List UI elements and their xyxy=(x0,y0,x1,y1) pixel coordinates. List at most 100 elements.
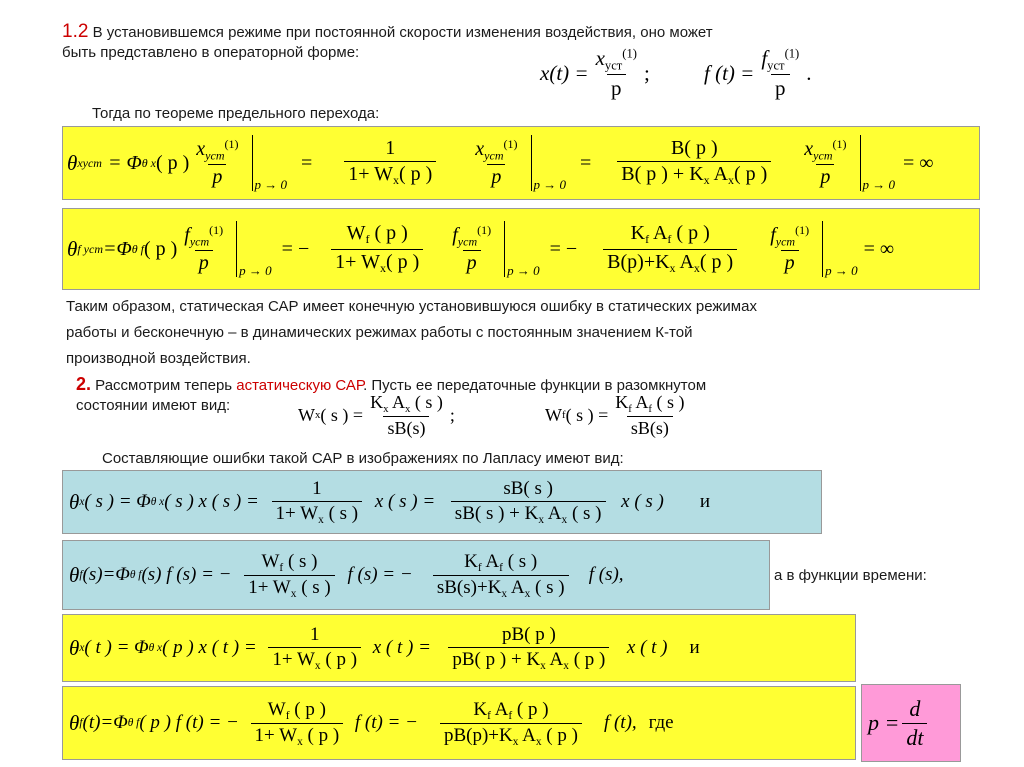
formula1-limit3: p → 0 xyxy=(862,177,896,192)
formula2-frac5: fуст(1) p xyxy=(766,223,813,275)
formula5-theta: θ xyxy=(69,635,80,660)
formula3-frac1-den-sub: x xyxy=(318,513,324,526)
formula6-part-b: ( p ) f (t) = − xyxy=(139,712,239,733)
conclusion-line2: работы и бесконечную – в динамических ре… xyxy=(66,324,693,341)
formula6-frac2-num-mid: A xyxy=(490,698,509,720)
formula6-frac2-den-sub1: x xyxy=(512,735,519,748)
formula5-frac2-den-sub1: x xyxy=(540,659,546,672)
formula3-frac2-den: sB( s ) + K xyxy=(454,503,539,524)
formula2-frac4-den: B(p)+K xyxy=(607,250,670,273)
formula6-frac1: Wf ( p ) 1+ Wx ( p ) xyxy=(242,698,352,748)
formula5-frac1-den-tail: ( p ) xyxy=(320,649,358,670)
formula2-frac1-num-sup: (1) xyxy=(209,222,224,237)
formula2-bar1 xyxy=(236,221,238,277)
formula5-frac1-num: 1 xyxy=(309,624,320,645)
formula2-frac3-num-sup: (1) xyxy=(477,222,492,237)
formula4-frac2-den-mid: A xyxy=(507,576,525,598)
formula2-bar3 xyxy=(822,221,824,277)
formula2-frac5-num-sup: (1) xyxy=(795,222,810,237)
formula1-frac1-num-sup: (1) xyxy=(224,136,239,151)
formula1-frac1-num: x xyxy=(196,138,206,160)
time-domain-text: а в функции времени: xyxy=(774,567,927,584)
eq-f-lhs: f (t) = xyxy=(704,61,755,86)
formula3-frac2-den-mid: A xyxy=(544,503,562,524)
formula3-frac1-num: 1 xyxy=(312,478,322,499)
eq-f-fraction: fуст(1) p xyxy=(757,46,803,101)
formula3-frac1-den-tail: ( s ) xyxy=(323,503,359,524)
formula2-frac2-num-sub: f xyxy=(365,232,370,247)
eq-x-den: p xyxy=(607,74,626,101)
formula2-frac1-den: p xyxy=(194,250,213,275)
formula3-frac1-den: 1+ W xyxy=(275,503,319,524)
formula6-frac2-den-tail: ( p ) xyxy=(541,724,578,746)
formula6-frac1-num: W xyxy=(267,698,286,720)
section1-intro: 1.2 В установившемся режиме при постоянн… xyxy=(62,22,962,63)
formula6-phi-sub: θ f xyxy=(127,717,140,729)
formula4-frac2: Kf Af ( s ) sB(s)+Kx Ax ( s ) xyxy=(416,550,586,599)
p-definition-lhs: p = xyxy=(868,710,900,735)
conclusion-line3: производной воздействия. xyxy=(66,350,251,367)
eq-wf-den: sB(s) xyxy=(626,415,673,439)
eq-f-num: f xyxy=(761,46,768,70)
formula6-end: f (t), xyxy=(603,712,637,733)
formula2-frac4-num-sub2: f xyxy=(667,232,672,247)
formula5-frac2-den-mid: A xyxy=(545,649,564,670)
formula6-mid: f (t) = − xyxy=(354,712,418,733)
formula4-end: f (s), xyxy=(588,564,624,585)
formula6-part-a: (t)=Φ xyxy=(82,712,128,733)
formula1-frac4-den-mid: A xyxy=(709,163,728,186)
formula6-frac2-den-mid: A xyxy=(518,724,536,746)
eq-wf-num-mid: A xyxy=(631,392,649,412)
formula2-limit3: p → 0 xyxy=(825,263,858,278)
formula3-mid: x ( s ) = xyxy=(374,491,436,512)
eq-wx-lhs-sub: x xyxy=(315,409,321,422)
formula1-frac1: xуст(1) p xyxy=(192,137,242,189)
formula6-frac1-den-sub: x xyxy=(297,735,303,748)
eq-wx-tail: ; xyxy=(449,404,455,425)
formula4-frac1-num: W xyxy=(261,550,280,572)
formula2-limit1: p → 0 xyxy=(239,263,272,278)
eq-x-of-t: x(t) = xуст(1) p ; xyxy=(540,46,650,101)
formula6-where: где xyxy=(648,712,674,733)
formula5-frac2-den: pB( p ) + K xyxy=(452,649,541,670)
formula2-frac4-num-tail: ( p ) xyxy=(671,222,710,245)
formula1-frac4-den: B( p ) + K xyxy=(621,163,704,186)
formula3-end: x ( s ) xyxy=(621,491,664,512)
formula3-frac2-num: sB( s ) xyxy=(503,478,553,499)
formula1-frac2-num: 1 xyxy=(385,137,396,160)
formula1-frac3-num-sub: уст xyxy=(484,148,504,163)
formula1-frac5-num-sub: уст xyxy=(813,148,833,163)
formula1-limit2: p → 0 xyxy=(533,177,567,192)
formula2-theta: θ xyxy=(67,236,78,261)
formula1-bar2 xyxy=(530,135,532,191)
eq-wx-num-tail: ( s ) xyxy=(410,392,443,412)
formula2-theta-sub: f уст xyxy=(77,241,103,256)
formula5-frac1-den-sub: x xyxy=(314,659,321,672)
formula6-frac2-den: pB(p)+K xyxy=(443,724,513,746)
section2-highlight: астатическую САР xyxy=(236,377,364,394)
section1-intro-line2: быть представлено в операторной форме: xyxy=(62,44,360,61)
eq-wf-num: K xyxy=(615,392,629,412)
section2-number: 2. xyxy=(76,374,92,394)
formula1-frac5-num: x xyxy=(804,138,814,160)
formula5-frac1-den: 1+ W xyxy=(272,649,315,670)
formula4-frac1-num-sub: f xyxy=(279,561,284,574)
formula4-phi-sub: θ f xyxy=(129,569,142,581)
eq-wx-num: K xyxy=(370,392,384,412)
formula6-frac1-num-tail: ( p ) xyxy=(289,698,326,720)
formula3-frac2-den-sub2: x xyxy=(561,513,568,526)
formula5-frac1: 1 1+ Wx ( p ) xyxy=(260,624,370,672)
eq-x-tail: ; xyxy=(643,61,650,86)
formula4-frac2-num-tail: ( s ) xyxy=(502,550,538,572)
formula4-frac1-den-sub: x xyxy=(290,587,297,600)
formula6-frac2-num-sub2: f xyxy=(508,709,513,722)
eq-wf-num-sub1: f xyxy=(628,402,632,415)
formula6-theta-sub: f xyxy=(79,717,83,729)
eq-f-num-sup: (1) xyxy=(784,46,800,61)
formula2-frac4-num-sub1: f xyxy=(645,232,650,247)
